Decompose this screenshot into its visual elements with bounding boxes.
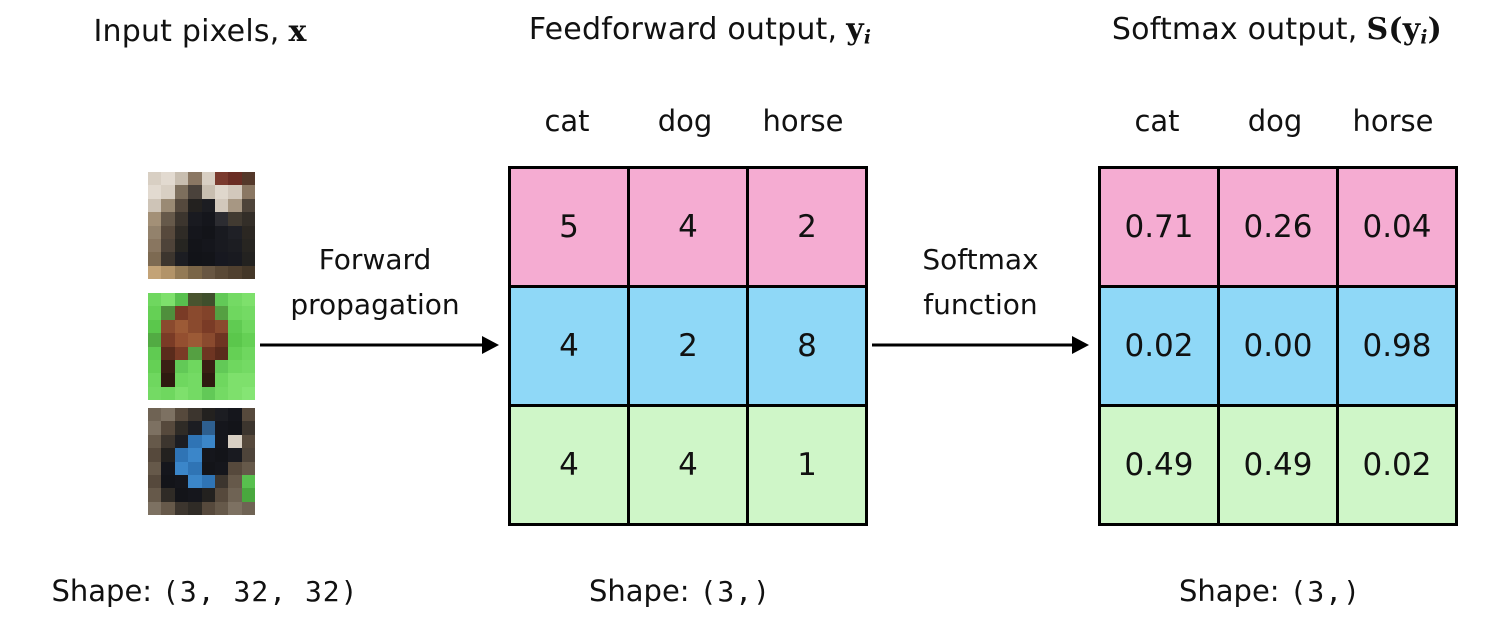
feedforward-column-headers: cat dog horse (508, 104, 862, 138)
table-cell: 2 (627, 285, 749, 407)
forward-propagation-label-line1: Forward (318, 243, 432, 276)
table-row: 4 4 1 (508, 404, 868, 526)
column-header-horse: horse (762, 104, 844, 138)
table-row: 5 4 2 (508, 166, 868, 288)
y-subscript: i (1420, 27, 1428, 49)
feedforward-output-table: 5 4 2 4 2 8 4 4 1 (508, 166, 868, 526)
softmax-function-label: Softmax function (868, 237, 1093, 327)
table-row: 0.02 0.00 0.98 (1098, 285, 1458, 407)
table-cell: 0.02 (1336, 404, 1458, 526)
column-header-cat: cat (1134, 104, 1180, 138)
shape-label: Shape: (588, 574, 690, 608)
shape-label: Shape: (51, 574, 153, 608)
softmax-function-label-line2: function (923, 288, 1038, 321)
softmax-column-headers: cat dog horse (1098, 104, 1452, 138)
shape-value: (3,) (699, 575, 772, 608)
table-cell: 2 (746, 166, 868, 288)
table-cell: 0.49 (1098, 404, 1220, 526)
table-cell: 8 (746, 285, 868, 407)
shape-caption-feedforward: Shape: (3,) (460, 574, 900, 608)
feedforward-output-title: Feedforward output,yi (480, 12, 920, 49)
shape-caption-input: Shape: (3, 32, 32) (0, 574, 410, 608)
y-math-symbol: y (1402, 12, 1421, 47)
column-header-horse: horse (1352, 104, 1434, 138)
forward-propagation-label-line2: propagation (290, 288, 460, 321)
horse-thumbnail-image (148, 293, 255, 400)
shape-value: (3, 32, 32) (162, 575, 359, 608)
table-cell: 5 (508, 166, 630, 288)
x-math-symbol: x (288, 14, 307, 49)
shape-value: (3,) (1289, 575, 1362, 608)
column-header-dog: dog (1247, 104, 1303, 138)
softmax-title-text: Softmax output, (1111, 12, 1358, 47)
table-cell: 4 (508, 285, 630, 407)
softmax-function-label-line1: Softmax (922, 243, 1039, 276)
y-math-symbol: y (846, 12, 864, 47)
table-cell: 0.98 (1336, 285, 1458, 407)
softmax-output-title: Softmax output,S(yi) (1057, 12, 1486, 49)
table-cell: 0.71 (1098, 166, 1220, 288)
table-row: 4 2 8 (508, 285, 868, 407)
y-subscript: i (863, 27, 872, 49)
column-header-cat: cat (544, 104, 590, 138)
shape-label: Shape: (1178, 574, 1280, 608)
forward-propagation-label: Forward propagation (255, 237, 495, 327)
table-cell: 0.04 (1336, 166, 1458, 288)
table-cell: 0.02 (1098, 285, 1220, 407)
close-paren-symbol: ) (1427, 12, 1443, 47)
s-math-symbol: S( (1366, 12, 1403, 47)
table-cell: 4 (508, 404, 630, 526)
table-cell: 0.49 (1217, 404, 1339, 526)
input-pixels-title: Input pixels,x (0, 14, 400, 49)
table-cell: 0.00 (1217, 285, 1339, 407)
cat-thumbnail-image (148, 172, 255, 279)
input-pixels-title-text: Input pixels, (93, 14, 280, 49)
softmax-output-table: 0.71 0.26 0.04 0.02 0.00 0.98 0.49 0.49 … (1098, 166, 1458, 526)
table-cell: 4 (627, 166, 749, 288)
column-header-dog: dog (657, 104, 713, 138)
table-cell: 0.26 (1217, 166, 1339, 288)
table-row: 0.49 0.49 0.02 (1098, 404, 1458, 526)
softmax-function-arrow-icon (872, 336, 1089, 354)
table-cell: 4 (627, 404, 749, 526)
forward-propagation-arrow-icon (260, 336, 499, 354)
feedforward-title-text: Feedforward output, (528, 12, 838, 47)
table-row: 0.71 0.26 0.04 (1098, 166, 1458, 288)
shape-caption-softmax: Shape: (3,) (1050, 574, 1486, 608)
dog-thumbnail-image (148, 408, 255, 515)
table-cell: 1 (746, 404, 868, 526)
